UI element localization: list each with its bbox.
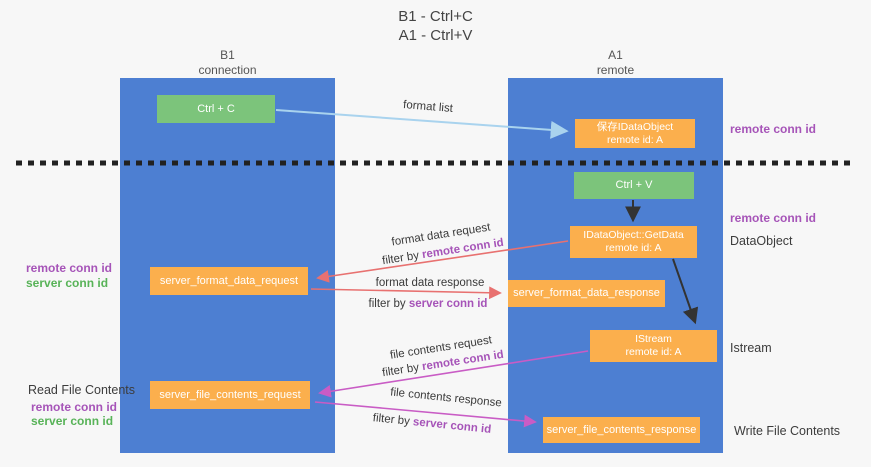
title-line-2: A1 - Ctrl+V bbox=[398, 27, 473, 44]
annotation-left-remote-conn-id-1: remote conn id bbox=[26, 261, 113, 275]
box-server-format-data-request: server_format_data_request bbox=[150, 267, 308, 295]
annotation-left-server-conn-id-1: server conn id bbox=[26, 276, 109, 290]
box-server-file-contents-response: server_file_contents_response bbox=[543, 417, 700, 443]
annotation-write-file-contents: Write File Contents bbox=[734, 424, 841, 438]
box-idataobject-getdata: IDataObject::GetData remote id: A bbox=[570, 226, 697, 258]
label-format-list: format list bbox=[402, 99, 454, 115]
annotation-dataobject: DataObject bbox=[730, 234, 793, 248]
box-ctrl-c: Ctrl + C bbox=[157, 95, 275, 123]
title-line-1: B1 - Ctrl+C bbox=[398, 8, 473, 25]
server-conn-id-text: server conn id bbox=[408, 298, 488, 310]
box-idataobject-getdata-line1: IDataObject::GetData bbox=[583, 229, 684, 241]
box-save-idataobject: 保存IDataObject remote id: A bbox=[575, 119, 695, 148]
right-column-role: remote bbox=[596, 63, 635, 77]
box-save-idataobject-line1: 保存IDataObject bbox=[596, 120, 674, 133]
annotation-left-remote-conn-id-2: remote conn id bbox=[31, 400, 118, 414]
annotation-remote-conn-id-top: remote conn id bbox=[730, 122, 817, 136]
arrow-format-data-response bbox=[310, 286, 502, 300]
label-filter-by-server-1: filter by server conn id bbox=[369, 298, 488, 310]
box-save-idataobject-line2: remote id: A bbox=[606, 133, 664, 146]
filter-by-text: filter by bbox=[372, 412, 411, 428]
left-column-role: connection bbox=[198, 63, 257, 77]
filter-by-text: filter by bbox=[381, 361, 420, 380]
box-istream-line2: remote id: A bbox=[625, 346, 682, 358]
label-filter-by-server-2: filter by server conn id bbox=[372, 412, 492, 436]
right-column-name: A1 bbox=[608, 48, 623, 62]
diagram-title: B1 - Ctrl+C A1 - Ctrl+V bbox=[0, 7, 871, 45]
left-column-header: B1 connection bbox=[120, 48, 335, 78]
label-format-data-response: format data response bbox=[375, 277, 485, 289]
left-column-name: B1 bbox=[220, 48, 235, 62]
box-ctrl-v: Ctrl + V bbox=[574, 172, 694, 199]
filter-by-text: filter by bbox=[368, 298, 406, 310]
annotation-read-file-contents: Read File Contents bbox=[28, 383, 136, 397]
annotation-istream: Istream bbox=[730, 341, 772, 355]
right-column-header: A1 remote bbox=[508, 48, 723, 78]
box-server-format-data-response: server_format_data_response bbox=[508, 280, 665, 307]
annotation-remote-conn-id-mid: remote conn id bbox=[730, 211, 817, 225]
annotation-left-server-conn-id-2: server conn id bbox=[31, 414, 114, 428]
server-conn-id-text: server conn id bbox=[412, 416, 492, 436]
box-idataobject-getdata-line2: remote id: A bbox=[605, 242, 662, 254]
box-server-file-contents-request: server_file_contents_request bbox=[150, 381, 310, 409]
box-istream-line1: IStream bbox=[635, 333, 672, 345]
filter-by-text: filter by bbox=[381, 249, 420, 268]
label-file-contents-response: file contents response bbox=[389, 386, 503, 410]
box-istream: IStream remote id: A bbox=[590, 330, 717, 362]
